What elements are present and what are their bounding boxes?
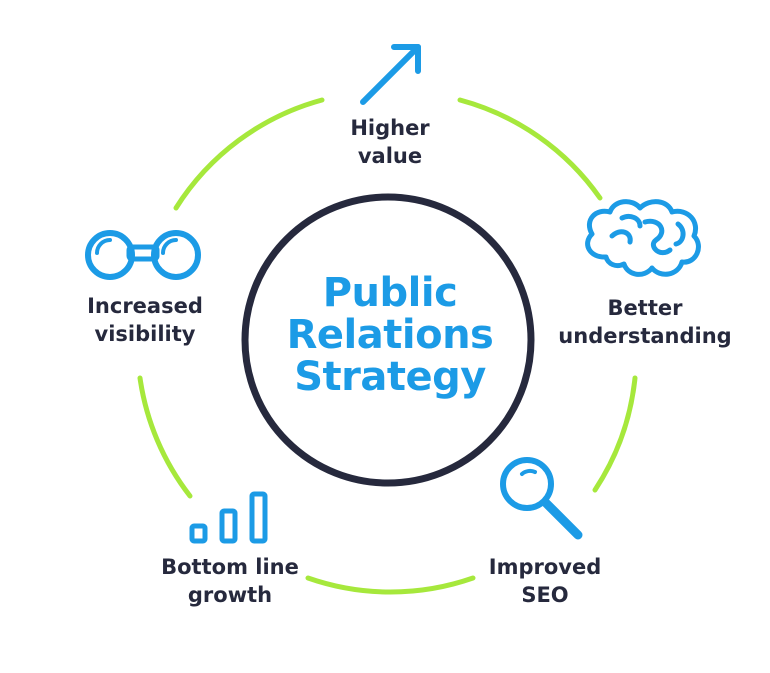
label-higher-value: Higher value [330,114,450,170]
ring-segment-bottom [305,575,476,595]
label-improved-seo: Improved SEO [475,553,615,609]
bar-chart-icon [189,491,268,544]
label-bottom-line-growth-line-2: growth [187,583,273,607]
bar-icon-tall [249,491,268,544]
center-circle [241,193,535,487]
brain-icon [585,199,701,277]
label-increased-visibility-line-2: visibility [94,322,196,346]
center-title: Public Relations Strategy [265,272,515,398]
bar-icon-small [189,523,208,544]
bar-icon-medium [219,508,238,544]
label-better-understanding-line-1: Better [607,296,683,320]
ring-segment-top-right [457,97,603,201]
label-higher-value-line-2: value [357,144,423,168]
label-improved-seo-line-2: SEO [521,583,569,607]
magnifier-icon [500,457,583,540]
label-increased-visibility: Increased visibility [70,292,220,348]
label-bottom-line-growth-line-1: Bottom line [161,555,299,579]
ring-segment-left [137,375,193,499]
label-higher-value-line-1: Higher [350,116,430,140]
label-improved-seo-line-1: Improved [488,555,602,579]
binoculars-icon [85,230,201,280]
label-better-understanding-line-2: understanding [558,324,732,348]
outer-ring [137,97,638,595]
center-title-line-2: Relations [286,312,494,358]
ring-segment-right [592,375,638,493]
arrow-up-right-icon [360,44,421,105]
center-title-line-1: Public [322,270,458,316]
label-increased-visibility-line-1: Increased [87,294,203,318]
center-title-line-3: Strategy [294,354,486,400]
ring-segment-top-left [173,97,325,211]
label-bottom-line-growth: Bottom line growth [145,553,315,609]
label-better-understanding: Better understanding [555,294,735,350]
